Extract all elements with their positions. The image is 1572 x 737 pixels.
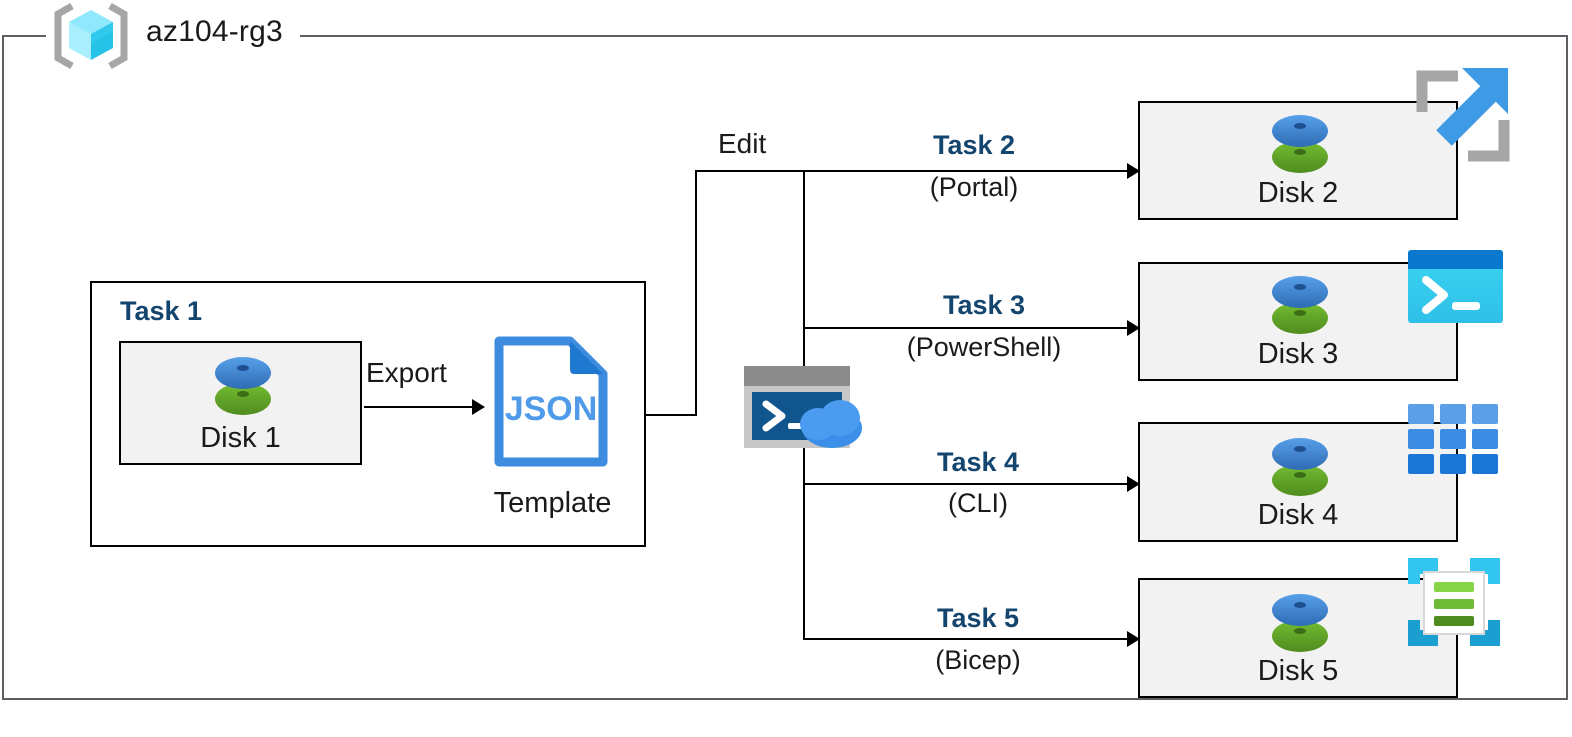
managed-disk-icon: [1272, 274, 1328, 336]
task5-branch-line: [803, 638, 1135, 640]
managed-disk-icon: [1272, 436, 1328, 498]
resource-group-frame-right: [1566, 35, 1568, 700]
azure-resource-group-cube-icon: [50, 0, 132, 72]
task3-method-label: (PowerShell): [906, 332, 1062, 362]
disk3-label: Disk 3: [1257, 338, 1339, 370]
task4-branch-line: [803, 483, 1135, 485]
azure-portal-icon: [1408, 62, 1518, 170]
export-edge-label: Export: [366, 357, 447, 388]
disk-plate-blue: [215, 357, 271, 389]
resource-group-frame-top-left: [2, 35, 46, 37]
managed-disk-icon: [1272, 113, 1328, 175]
task3-label: Task 3: [942, 290, 1026, 320]
disk5-box[interactable]: Disk 5: [1138, 578, 1458, 698]
disk-hole-green: [1294, 472, 1306, 478]
task2-arrowhead: [1127, 163, 1140, 179]
disk-hole-green: [1294, 149, 1306, 155]
disk-plate-blue: [1272, 115, 1328, 147]
task3-branch-line: [803, 327, 1135, 329]
disk-plate-blue: [1272, 276, 1328, 308]
resource-group-frame-left: [2, 35, 4, 700]
export-edge-line: [364, 406, 474, 408]
disk5-label: Disk 5: [1257, 655, 1339, 687]
disk-plate-blue: [1272, 438, 1328, 470]
task5-arrowhead: [1127, 631, 1140, 647]
export-edge-arrowhead: [472, 399, 485, 415]
disk-hole-green: [1294, 628, 1306, 634]
edit-connector-top: [695, 170, 1135, 172]
disk-hole-green: [1294, 310, 1306, 316]
disk-hole-blue: [1294, 602, 1306, 608]
disk-plate-blue: [1272, 594, 1328, 626]
disk4-label: Disk 4: [1257, 499, 1339, 531]
svg-text:JSON: JSON: [505, 390, 598, 428]
disk-hole-blue: [1294, 446, 1306, 452]
managed-disk-icon: [1272, 592, 1328, 654]
disk1-box[interactable]: Disk 1: [119, 341, 362, 465]
edit-edge-label: Edit: [718, 128, 767, 159]
disk-hole-green: [237, 391, 249, 397]
azure-cli-icon: [1408, 404, 1498, 474]
disk4-box[interactable]: Disk 4: [1138, 422, 1458, 542]
task5-method-label: (Bicep): [935, 645, 1021, 675]
resource-group-frame-bottom: [2, 698, 1568, 700]
bicep-icon: [1404, 558, 1504, 646]
disk2-label: Disk 2: [1257, 177, 1339, 209]
task3-arrowhead: [1127, 320, 1140, 336]
task4-arrowhead: [1127, 476, 1140, 492]
disk2-box[interactable]: Disk 2: [1138, 101, 1458, 220]
task5-label: Task 5: [936, 603, 1020, 633]
task2-method-label: (Portal): [929, 172, 1019, 202]
template-caption: Template: [493, 487, 612, 519]
disk-hole-blue: [1294, 123, 1306, 129]
task4-method-label: (CLI): [948, 488, 1008, 518]
disk-hole-blue: [1294, 284, 1306, 290]
powershell-icon: [1408, 250, 1503, 323]
resource-group-name: az104-rg3: [146, 15, 283, 48]
resource-group-frame-top-right: [300, 35, 1568, 37]
task1-label: Task 1: [120, 296, 203, 326]
cloud-shell-icon: [744, 366, 868, 448]
edit-connector-stub: [646, 414, 697, 416]
task4-label: Task 4: [936, 447, 1020, 477]
task2-label: Task 2: [932, 130, 1016, 160]
edit-connector-riser: [695, 170, 697, 416]
disk-hole-blue: [237, 365, 249, 371]
disk1-label: Disk 1: [200, 422, 281, 454]
json-file-icon: JSON: [492, 334, 610, 469]
managed-disk-icon: [215, 355, 271, 417]
